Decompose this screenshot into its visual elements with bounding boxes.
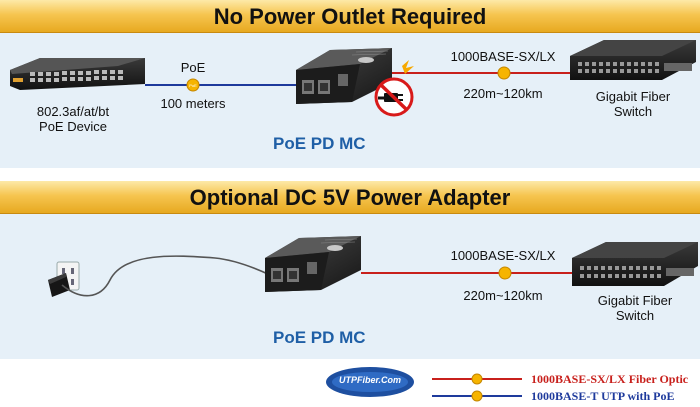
switch-label: Gigabit Fiber Switch xyxy=(595,89,671,119)
switch-label: Gigabit Fiber Switch xyxy=(597,293,673,323)
poe-pd-media-converter-icon xyxy=(296,48,392,104)
fiber-marker-icon xyxy=(497,66,511,80)
power-adapter-icon xyxy=(48,261,80,297)
fiber-link-label: 1000BASE-SX/LX xyxy=(450,248,556,263)
fiber-marker-icon xyxy=(498,266,512,280)
section-title: Optional DC 5V Power Adapter xyxy=(0,181,700,214)
legend-fiber-marker-icon xyxy=(471,373,483,385)
fiber-distance-label: 220m~120km xyxy=(463,86,543,101)
section-title: No Power Outlet Required xyxy=(0,0,700,33)
logo-text: UTPFiber.Com xyxy=(338,375,401,385)
poe-link-label: PoE xyxy=(180,60,206,75)
mc-label: PoE PD MC xyxy=(273,328,366,347)
no-power-plug-icon xyxy=(374,77,414,117)
gigabit-fiber-switch-icon xyxy=(572,242,698,286)
legend-fiber-label: 1000BASE-SX/LX Fiber Optic xyxy=(531,372,689,386)
poe-marker-icon xyxy=(186,78,200,92)
poe-distance-label: 100 meters xyxy=(160,96,226,111)
poe-pd-media-converter-icon xyxy=(265,236,361,292)
legend-utp-marker-icon xyxy=(471,390,483,402)
legend-utp-label: 1000BASE-T UTP with PoE xyxy=(531,389,675,403)
poe-device-label: 802.3af/at/bt PoE Device xyxy=(36,104,110,134)
mc-label: PoE PD MC xyxy=(273,134,366,153)
fiber-distance-label: 220m~120km xyxy=(463,288,543,303)
utpfiber-logo xyxy=(326,367,414,397)
dc-power-cable-line xyxy=(61,255,271,297)
gigabit-fiber-switch-icon xyxy=(570,40,696,80)
fiber-link-label: 1000BASE-SX/LX xyxy=(450,49,556,64)
svg-text:PoE: PoE xyxy=(189,83,197,88)
spark-icon xyxy=(402,60,414,74)
poe-device-icon xyxy=(10,58,145,90)
